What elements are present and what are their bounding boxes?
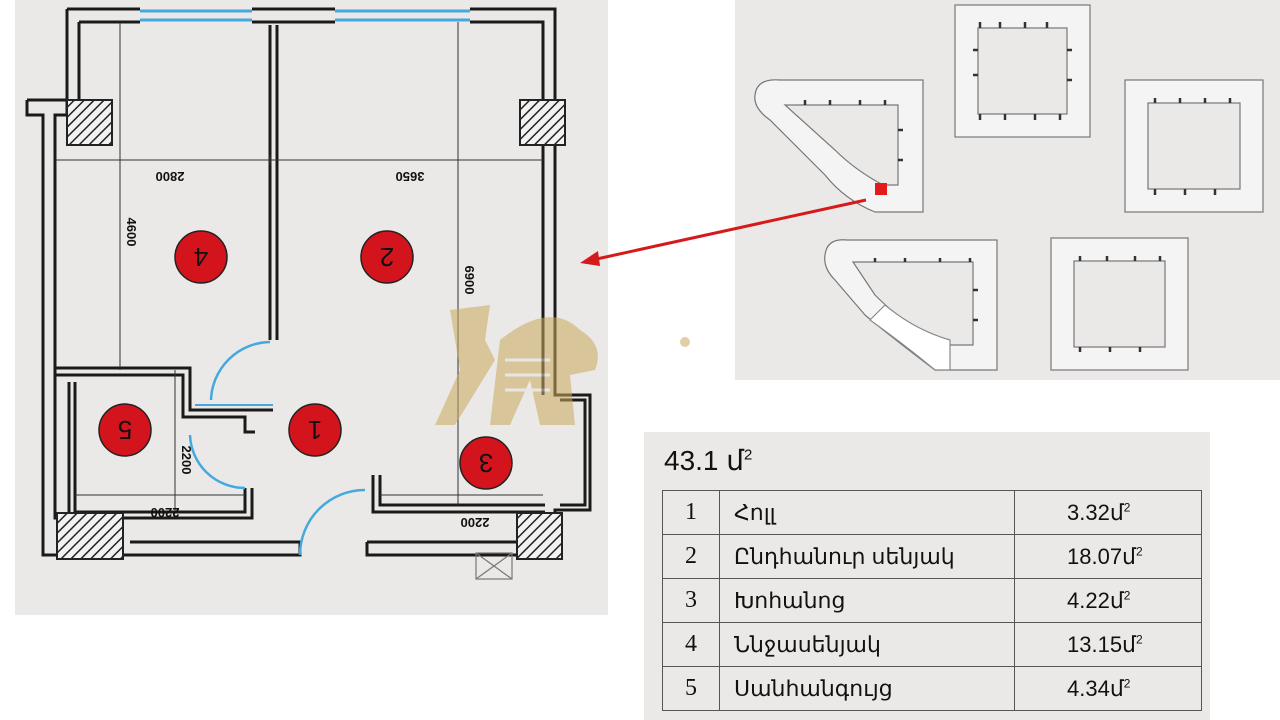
room-area-value: 13.15մ xyxy=(1067,631,1136,657)
room-area: 18.07մ2 xyxy=(1014,534,1202,579)
dimension-lines xyxy=(55,22,543,512)
room-area: 13.15մ2 xyxy=(1014,622,1202,667)
door-swings xyxy=(188,340,366,556)
room-marker-3: 3 xyxy=(459,436,513,490)
room-area: 4.34մ2 xyxy=(1014,666,1202,711)
room-marker-2: 2 xyxy=(360,230,414,284)
dimension-label: 2200 xyxy=(461,515,490,530)
room-number: 5 xyxy=(662,666,720,711)
room-area-table: 1 Հոլլ 3.32մ2 2 Ընդհանուր սենյակ 18.07մ2… xyxy=(662,490,1202,711)
room-marker-label: 5 xyxy=(118,415,132,445)
room-name: Ընդհանուր սենյակ xyxy=(719,534,1015,579)
selected-unit-marker xyxy=(875,183,887,195)
room-area-exponent: 2 xyxy=(1136,632,1143,647)
room-marker-4: 4 xyxy=(174,230,228,284)
dimension-label: 4600 xyxy=(124,218,139,247)
windows xyxy=(140,9,470,406)
table-row: 4 Ննջասենյակ 13.15մ2 xyxy=(662,622,1202,667)
room-marker-5: 5 xyxy=(98,403,152,457)
pointer-arrow xyxy=(580,198,867,266)
room-area-exponent: 2 xyxy=(1123,500,1131,515)
room-name: Ննջասենյակ xyxy=(719,622,1015,667)
room-area-value: 4.34մ xyxy=(1067,675,1124,701)
table-row: 5 Սանհանգույց 4.34մ2 xyxy=(662,666,1202,711)
dimension-labels: 2800 3650 4600 6900 2200 2200 2200 xyxy=(124,169,489,530)
room-marker-label: 4 xyxy=(194,242,208,272)
room-name: Հոլլ xyxy=(719,490,1015,535)
room-name: Խոհանոց xyxy=(719,578,1015,623)
table-row: 3 Խոհանոց 4.22մ2 xyxy=(662,578,1202,623)
room-area-value: 3.32մ xyxy=(1067,499,1124,525)
room-area: 3.32մ2 xyxy=(1014,490,1202,535)
room-marker-label: 3 xyxy=(479,448,493,478)
area-summary-panel: 43.1 մ2 1 Հոլլ 3.32մ2 2 Ընդհանուր սենյակ… xyxy=(644,432,1210,720)
room-marker-label: 2 xyxy=(380,242,394,272)
room-area: 4.22մ2 xyxy=(1014,578,1202,623)
total-area-value: 43.1 մ xyxy=(664,445,745,476)
total-area-exponent: 2 xyxy=(744,446,753,464)
room-marker-1: 1 xyxy=(288,403,342,457)
dimension-label: 2200 xyxy=(151,505,180,520)
room-area-exponent: 2 xyxy=(1123,588,1131,603)
dimension-label: 2200 xyxy=(179,446,194,475)
room-number: 2 xyxy=(662,534,720,579)
room-area-exponent: 2 xyxy=(1136,544,1143,559)
dimension-label: 6900 xyxy=(462,266,477,295)
dimension-label: 3650 xyxy=(396,169,425,184)
room-markers: 1 2 3 4 5 xyxy=(98,230,513,490)
building-site-plan xyxy=(735,0,1280,380)
table-row: 2 Ընդհանուր սենյակ 18.07մ2 xyxy=(662,534,1202,579)
room-area-exponent: 2 xyxy=(1123,676,1131,691)
columns xyxy=(56,99,566,560)
ventilation-shaft xyxy=(475,552,513,580)
room-number: 3 xyxy=(662,578,720,623)
dimension-label: 2800 xyxy=(156,169,185,184)
floor-plan: 2800 3650 4600 6900 2200 2200 2200 1 2 3… xyxy=(15,0,608,615)
table-row: 1 Հոլլ 3.32մ2 xyxy=(662,490,1202,535)
room-marker-label: 1 xyxy=(308,415,322,445)
room-number: 4 xyxy=(662,622,720,667)
total-area: 43.1 մ2 xyxy=(664,444,752,477)
room-area-value: 18.07մ xyxy=(1067,543,1136,569)
room-name: Սանհանգույց xyxy=(719,666,1015,711)
room-area-value: 4.22մ xyxy=(1067,587,1124,613)
room-number: 1 xyxy=(662,490,720,535)
